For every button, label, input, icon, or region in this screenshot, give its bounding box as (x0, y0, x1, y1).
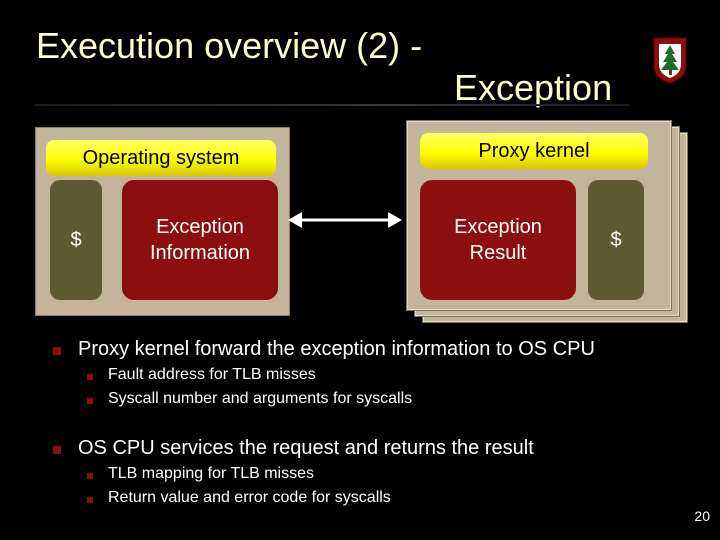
stanford-tree-logo-icon (653, 37, 687, 84)
title-divider (34, 104, 630, 106)
os-cache-block: $ (50, 180, 102, 300)
bullet-2-text: OS CPU services the request and returns … (78, 437, 534, 459)
proxy-cache-block: $ (588, 180, 644, 300)
proxy-kernel-label: Proxy kernel (420, 133, 648, 169)
sub-bullet-marker (87, 398, 93, 404)
bullet-2-sub-1: TLB mapping for TLB misses (108, 465, 315, 482)
bullet-1-sub-1: Fault address for TLB misses (108, 366, 316, 383)
exception-information-line-1: Exception (156, 216, 244, 238)
exception-result-line-2: Result (469, 242, 527, 264)
sub-bullet-marker (87, 374, 93, 380)
sub-bullet-marker (87, 497, 93, 503)
bullet-2-sub-2: Return value and error code for syscalls (108, 489, 391, 506)
exception-result-card: Exception Result (420, 180, 576, 300)
title-line-1: Execution overview (2) - (36, 25, 423, 66)
page-number: 20 (694, 508, 710, 524)
exception-information-card: Exception Information (122, 180, 278, 300)
sub-bullet-marker (87, 473, 93, 479)
os-label: Operating system (46, 140, 276, 176)
exception-information-line-2: Information (149, 242, 251, 264)
os-cache-label: $ (70, 228, 82, 251)
bullet-marker (53, 347, 61, 355)
double-arrow-icon (288, 212, 402, 228)
title-line-2: Exception (454, 67, 613, 108)
exception-result-line-1: Exception (454, 216, 542, 238)
bullet-marker (53, 446, 61, 454)
proxy-cache-label: $ (610, 228, 622, 251)
bullet-1-text: Proxy kernel forward the exception infor… (78, 338, 595, 360)
bullet-1-sub-2: Syscall number and arguments for syscall… (108, 390, 413, 407)
